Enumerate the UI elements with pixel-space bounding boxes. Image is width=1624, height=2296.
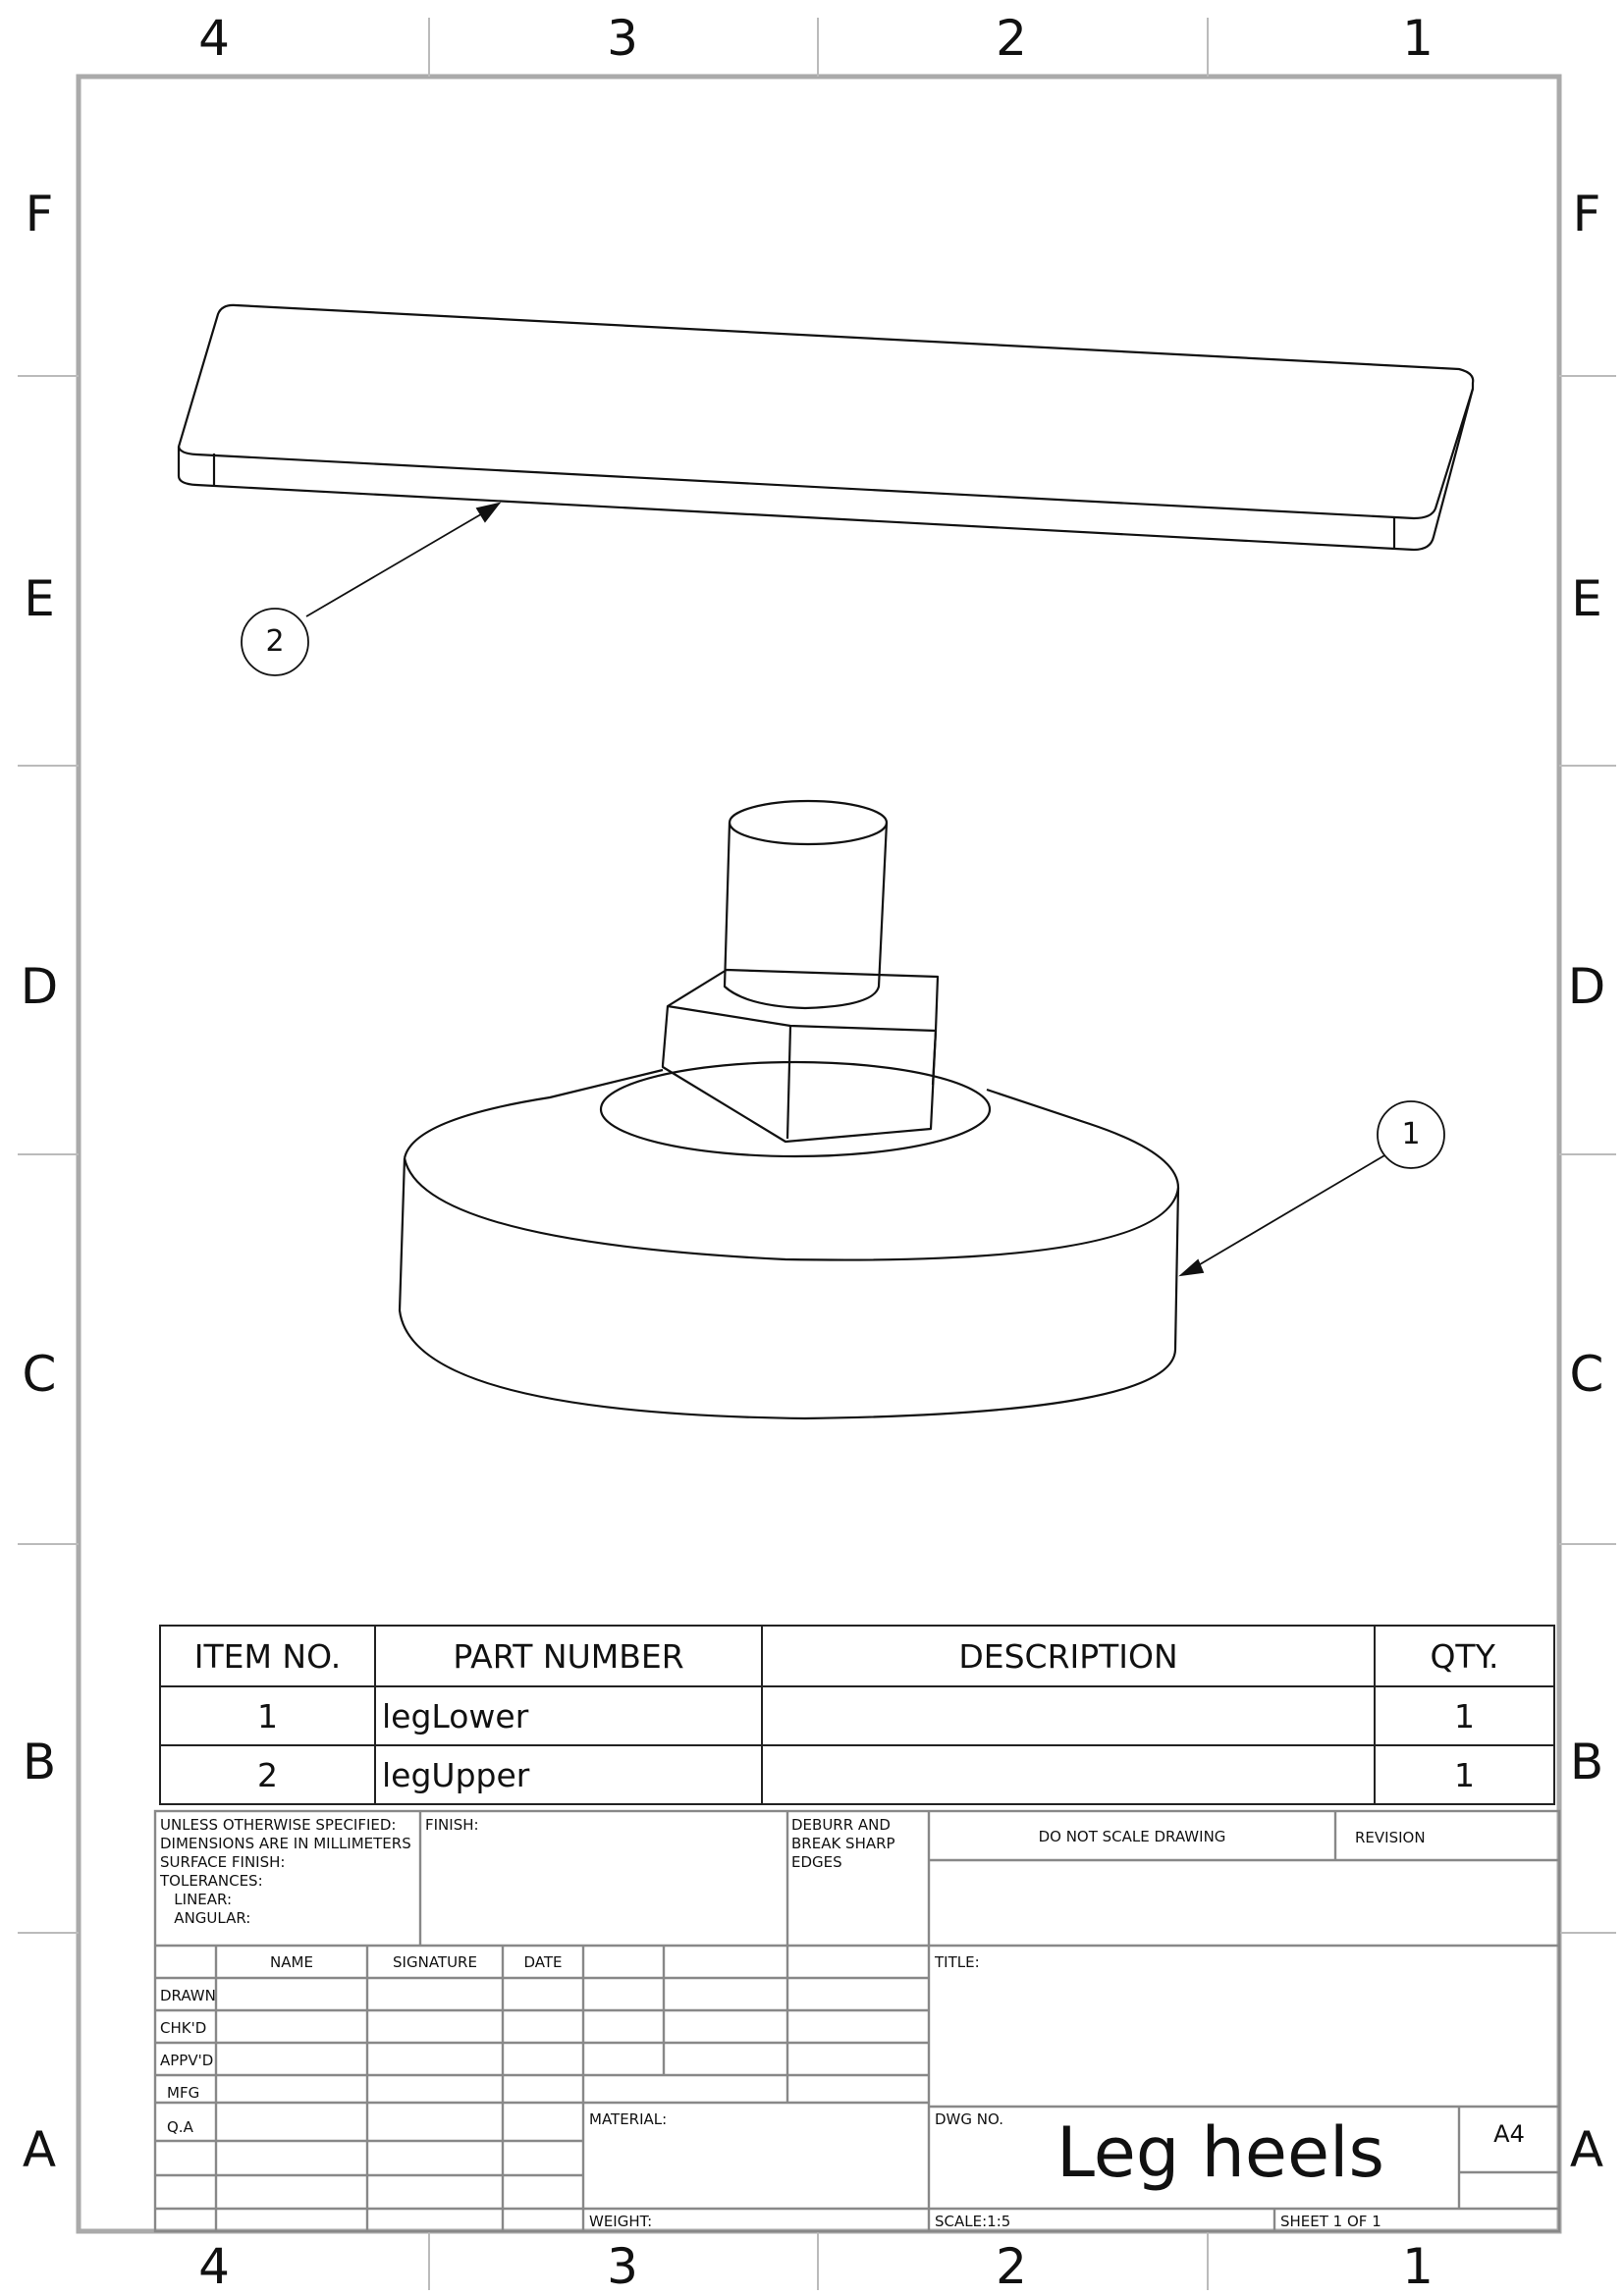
dwg-no-label: DWG NO. xyxy=(935,2110,1003,2128)
bom-part: legUpper xyxy=(374,1744,763,1805)
row-label-qa: Q.A xyxy=(167,2118,193,2136)
bom-row: 1 legLower 1 xyxy=(159,1685,1555,1746)
balloon-number: 2 xyxy=(265,624,285,659)
bill-of-materials: ITEM NO. PART NUMBER DESCRIPTION QTY. 1 … xyxy=(159,1625,1555,1805)
note-line: EDGES xyxy=(791,1853,842,1871)
row-label-drawn: DRAWN xyxy=(160,1987,216,2004)
part-leg-lower xyxy=(398,799,1180,1420)
balloon-number: 1 xyxy=(1401,1117,1421,1151)
zone-row-label: E xyxy=(1571,570,1602,627)
unless-specified-notes: UNLESS OTHERWISE SPECIFIED: DIMENSIONS A… xyxy=(160,1816,417,1928)
bom-qty: 1 xyxy=(1374,1685,1555,1746)
bom-row: 2 legUpper 1 xyxy=(159,1744,1555,1805)
finish-label: FINISH: xyxy=(425,1816,479,1834)
zone-row-label: B xyxy=(22,1734,57,1790)
zone-row-label: A xyxy=(1569,2121,1604,2178)
title-label: TITLE: xyxy=(935,1953,980,1971)
zone-row-label: F xyxy=(1572,186,1601,242)
sheet-number: SHEET 1 OF 1 xyxy=(1280,2213,1381,2230)
note-line: ANGULAR: xyxy=(160,1909,251,1927)
zone-ticks xyxy=(18,18,1616,2290)
col-header-name: NAME xyxy=(270,1953,313,1971)
row-label-checked: CHK'D xyxy=(160,2019,207,2037)
bom-header-item: ITEM NO. xyxy=(159,1625,376,1687)
zone-col-label: 2 xyxy=(996,10,1027,67)
zone-col-label: 4 xyxy=(198,10,230,67)
note-line: TOLERANCES: xyxy=(160,1872,263,1890)
bom-item: 1 xyxy=(159,1685,376,1746)
zone-row-label: F xyxy=(25,186,54,242)
revision-label: REVISION xyxy=(1355,1829,1426,1846)
balloon-circles xyxy=(241,608,1445,1169)
scale-label: SCALE:1:5 xyxy=(935,2213,1011,2230)
note-line: LINEAR: xyxy=(160,1891,233,1908)
zone-col-label: 1 xyxy=(1402,2238,1434,2295)
leader-lines xyxy=(305,502,1387,1277)
do-not-scale-note: DO NOT SCALE DRAWING xyxy=(1038,1828,1226,1845)
deburr-note: DEBURR AND BREAK SHARP EDGES xyxy=(791,1816,895,1872)
bom-qty: 1 xyxy=(1374,1744,1555,1805)
zone-col-label: 1 xyxy=(1402,10,1434,67)
bom-header-part: PART NUMBER xyxy=(374,1625,763,1687)
note-line: UNLESS OTHERWISE SPECIFIED: xyxy=(160,1816,397,1834)
bom-description xyxy=(761,1744,1376,1805)
note-line: SURFACE FINISH: xyxy=(160,1853,286,1871)
row-label-mfg: MFG xyxy=(167,2084,200,2102)
part-leg-upper xyxy=(177,303,1475,552)
bom-item: 2 xyxy=(159,1744,376,1805)
sheet-size: A4 xyxy=(1493,2120,1525,2148)
zone-row-label: D xyxy=(1567,958,1606,1015)
bom-part: legLower xyxy=(374,1685,763,1746)
zone-row-label: C xyxy=(22,1346,57,1403)
zone-col-label: 2 xyxy=(996,2238,1027,2295)
bom-header-qty: QTY. xyxy=(1374,1625,1555,1687)
zone-row-label: B xyxy=(1569,1734,1604,1790)
zone-col-label: 4 xyxy=(198,2238,230,2295)
row-label-approved: APPV'D xyxy=(160,2052,214,2069)
zone-row-label: A xyxy=(22,2121,57,2178)
zone-col-label: 3 xyxy=(607,2238,638,2295)
zone-row-label: C xyxy=(1569,1346,1604,1403)
note-line: DIMENSIONS ARE IN MILLIMETERS xyxy=(160,1835,411,1852)
drawing-title: Leg heels xyxy=(1056,2112,1384,2193)
note-line: DEBURR AND xyxy=(791,1816,891,1834)
zone-row-label: E xyxy=(24,570,55,627)
bom-description xyxy=(761,1685,1376,1746)
zone-col-label: 3 xyxy=(607,10,638,67)
note-line: BREAK SHARP xyxy=(791,1835,895,1852)
bom-header-description: DESCRIPTION xyxy=(761,1625,1376,1687)
col-header-signature: SIGNATURE xyxy=(393,1953,477,1971)
bom-header-row: ITEM NO. PART NUMBER DESCRIPTION QTY. xyxy=(159,1625,1555,1687)
zone-row-label: D xyxy=(20,958,59,1015)
weight-label: WEIGHT: xyxy=(589,2213,653,2230)
col-header-date: DATE xyxy=(523,1953,563,1971)
material-label: MATERIAL: xyxy=(589,2110,668,2128)
